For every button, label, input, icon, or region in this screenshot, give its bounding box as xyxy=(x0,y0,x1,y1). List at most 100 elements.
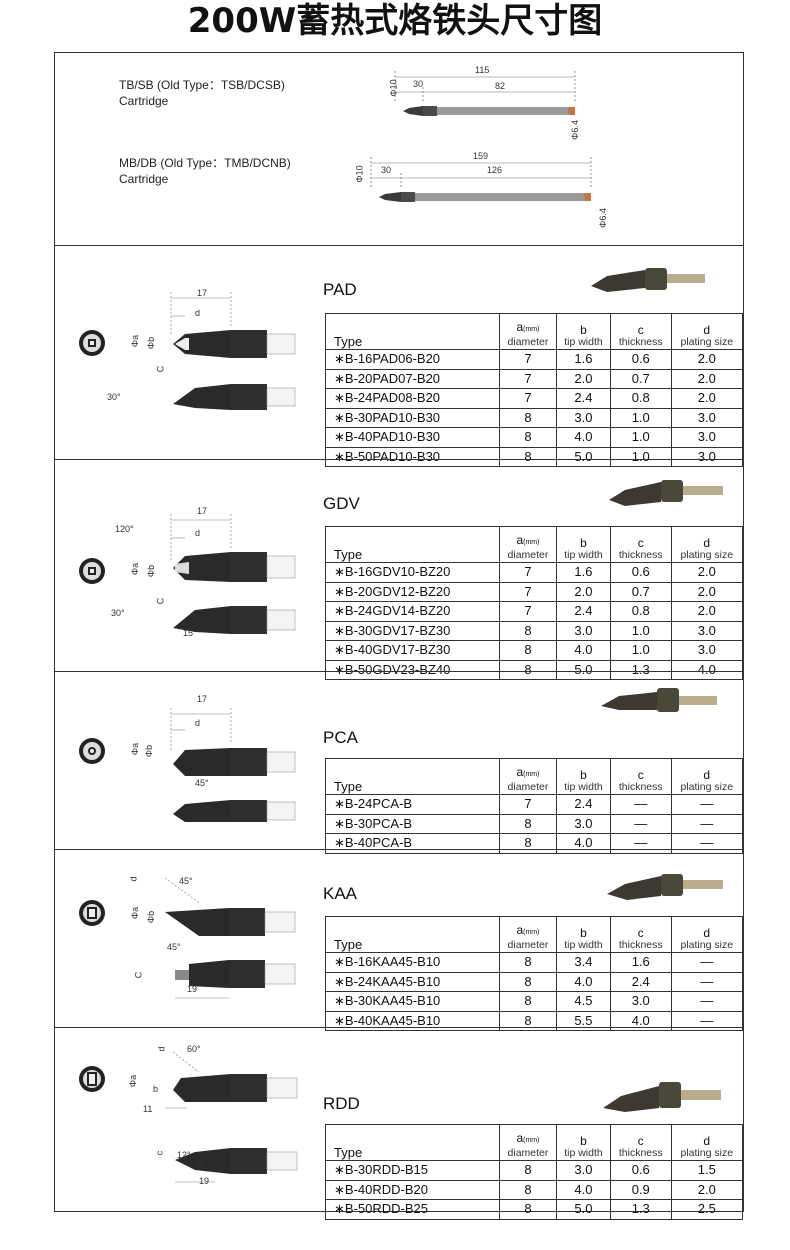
gdv-end-view xyxy=(79,558,105,584)
kaa-d-label: d xyxy=(128,876,139,882)
cell-c: 1.3 xyxy=(609,1199,672,1220)
pad-title: PAD xyxy=(323,280,357,299)
cartridge-1-drawing xyxy=(394,71,576,116)
cell-d: 1.5 xyxy=(670,1160,744,1181)
cell-d: 3.0 xyxy=(670,427,744,448)
rdd-header-d-letter: d xyxy=(703,1134,711,1148)
rdd-header-c-letter: c xyxy=(637,1134,644,1148)
pca-side-view xyxy=(170,708,296,822)
pca-angle-label: 45° xyxy=(195,778,209,788)
cartridge-2-total: 159 xyxy=(473,151,489,161)
cell-a: 8 xyxy=(499,1199,557,1220)
section-gdv: 17 d 120° Φa Φb C 30° 15° GDV Type a(mm)… xyxy=(55,459,744,680)
pad-header-c-letter: c xyxy=(637,323,644,337)
pca-d-label: d xyxy=(195,718,201,728)
cell-c: 1.3 xyxy=(609,659,672,680)
pad-header-b-sub: tip width xyxy=(564,336,603,348)
page-title: 200W蓄热式烙铁头尺寸图 xyxy=(187,1,603,41)
pca-end-view xyxy=(79,738,105,764)
rdd-end-view xyxy=(79,1066,105,1092)
kaa-len-label: 19 xyxy=(187,984,198,994)
cell-c: 2.4 xyxy=(609,971,672,992)
kaa-header-c-letter: c xyxy=(637,926,644,940)
cell-b: 5.5 xyxy=(555,1010,611,1031)
cell-c: 3.0 xyxy=(609,991,672,1012)
pca-tip-photo xyxy=(601,688,717,712)
kaa-side-view xyxy=(164,877,296,999)
cell-a: 8 xyxy=(499,1160,557,1181)
pad-header-d-sub: plating size xyxy=(680,336,734,348)
pad-side-view xyxy=(170,292,296,410)
cell-type: ∗B-24KAA45-B10 xyxy=(325,971,500,992)
rdd-len2-label: 15 xyxy=(195,1160,206,1170)
gdv-tip-photo xyxy=(609,480,723,506)
cell-a: 8 xyxy=(499,620,557,641)
cell-d: 2.0 xyxy=(670,601,744,622)
pad-header-type: Type xyxy=(325,313,500,350)
cell-a: 8 xyxy=(499,407,557,428)
cell-d: — xyxy=(670,991,744,1012)
cell-a: 7 xyxy=(499,601,557,622)
cell-a: 7 xyxy=(499,368,557,389)
cartridge-section: TB/SB (Old Type：TSB/DCSB) Cartridge Φ10 … xyxy=(55,53,743,245)
cell-b: 5.0 xyxy=(555,1199,611,1220)
cell-type: ∗B-50PAD10-B30 xyxy=(325,446,500,467)
pad-angle-label: 30° xyxy=(107,392,121,402)
cell-a: 7 xyxy=(499,794,557,815)
gdv-c-label: C xyxy=(155,597,166,605)
rdd-header-b-letter: b xyxy=(580,1134,587,1148)
cell-type: ∗B-20GDV12-BZ20 xyxy=(325,581,500,602)
rdd-header-a: a(mm)diameter xyxy=(499,1124,557,1161)
cell-a: 8 xyxy=(499,971,557,992)
cell-b: 4.0 xyxy=(555,971,611,992)
kaa-header-d-letter: d xyxy=(703,926,711,940)
rdd-c-label: c xyxy=(154,1150,165,1156)
cell-d: 4.0 xyxy=(670,659,744,680)
rdd-header-c-sub: thickness xyxy=(618,1147,663,1159)
cartridge-2-len1: 30 xyxy=(381,165,392,175)
cell-c: 4.0 xyxy=(609,1010,672,1031)
pad-d-label: d xyxy=(195,308,201,318)
kaa-tip-photo xyxy=(607,874,723,900)
rdd-title: RDD xyxy=(323,1094,360,1113)
cartridge-2-type: MB/DB (Old Type：TMB/DCNB) xyxy=(119,156,291,170)
rdd-tip-photo xyxy=(603,1082,721,1112)
cell-c: 1.6 xyxy=(609,952,672,973)
cell-d: — xyxy=(670,1010,744,1031)
cell-b: 1.6 xyxy=(555,349,611,370)
cell-c: 0.8 xyxy=(609,388,672,409)
cell-type: ∗B-30PCA-B xyxy=(325,813,500,834)
cell-b: 3.0 xyxy=(555,813,611,834)
kaa-header-type: Type xyxy=(325,916,500,953)
cell-type: ∗B-24GDV14-BZ20 xyxy=(325,601,500,622)
cartridge-2-kind: Cartridge xyxy=(119,172,169,186)
pad-len-label: 17 xyxy=(197,288,208,298)
cartridge-1-dia-a: Φ10 xyxy=(388,79,399,97)
cell-b: 5.0 xyxy=(555,659,611,680)
gdv-header-a-letter: a xyxy=(516,533,524,547)
cell-d: 2.0 xyxy=(670,368,744,389)
cartridge-2-dia-b: Φ6.4 xyxy=(597,208,608,228)
cell-type: ∗B-40GDV17-BZ30 xyxy=(325,640,500,661)
pca-header-c-sub: thickness xyxy=(618,781,663,793)
cell-c: 0.6 xyxy=(609,1160,672,1181)
pca-header-b-sub: tip width xyxy=(564,781,603,793)
cell-a: 8 xyxy=(499,427,557,448)
cell-d: — xyxy=(670,952,744,973)
cell-a: 7 xyxy=(499,388,557,409)
